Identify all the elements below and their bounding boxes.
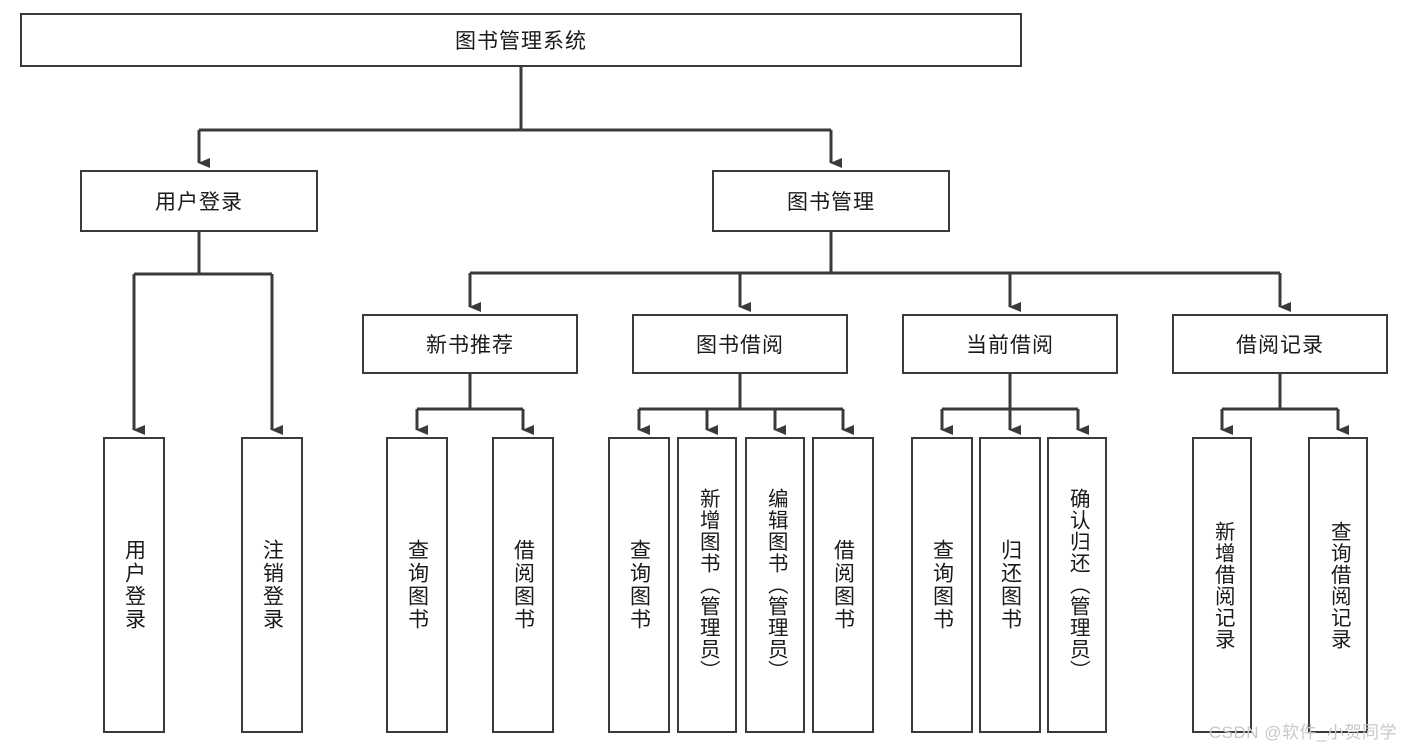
node-label: 归还图书 [998, 539, 1022, 631]
node-label: 确认归还（管理员） [1066, 488, 1090, 682]
node-label: 借阅记录 [1236, 334, 1324, 357]
leaf-add-borrow-record[interactable]: 新增借阅记录 [1192, 437, 1252, 733]
node-label: 新增图书（管理员） [696, 488, 720, 682]
node-label: 当前借阅 [966, 334, 1054, 357]
leaf-add-book-admin[interactable]: 新增图书（管理员） [677, 437, 737, 733]
node-label: 查询图书 [930, 539, 954, 631]
node-label: 新增借阅记录 [1211, 520, 1235, 650]
node-label: 借阅图书 [831, 539, 855, 631]
watermark-text: CSDN @软件_小贺同学 [1208, 723, 1397, 742]
leaf-user-logout[interactable]: 注销登录 [241, 437, 303, 733]
node-borrow-record[interactable]: 借阅记录 [1172, 314, 1388, 374]
leaf-edit-book-admin[interactable]: 编辑图书（管理员） [745, 437, 805, 733]
leaf-return-book[interactable]: 归还图书 [979, 437, 1041, 733]
node-label: 用户登录 [122, 539, 146, 631]
node-label: 编辑图书（管理员） [764, 488, 788, 682]
node-book-management[interactable]: 图书管理 [712, 170, 950, 232]
leaf-borrow-book[interactable]: 借阅图书 [812, 437, 874, 733]
leaf-query-book-current[interactable]: 查询图书 [911, 437, 973, 733]
node-label: 新书推荐 [426, 334, 514, 357]
leaf-query-book-recommend[interactable]: 查询图书 [386, 437, 448, 733]
node-label: 图书借阅 [696, 334, 784, 357]
node-label: 用户登录 [155, 191, 243, 214]
leaf-confirm-return-admin[interactable]: 确认归还（管理员） [1047, 437, 1107, 733]
node-label: 图书管理系统 [455, 30, 587, 53]
node-label: 注销登录 [260, 539, 284, 631]
leaf-borrow-book-recommend[interactable]: 借阅图书 [492, 437, 554, 733]
node-label: 图书管理 [787, 191, 875, 214]
node-current-borrow[interactable]: 当前借阅 [902, 314, 1118, 374]
node-new-book-recommend[interactable]: 新书推荐 [362, 314, 578, 374]
node-label: 借阅图书 [511, 539, 535, 631]
node-root[interactable]: 图书管理系统 [20, 13, 1022, 67]
leaf-user-login[interactable]: 用户登录 [103, 437, 165, 733]
node-label: 查询借阅记录 [1327, 520, 1351, 650]
node-user-login[interactable]: 用户登录 [80, 170, 318, 232]
node-label: 查询图书 [405, 539, 429, 631]
leaf-query-book-borrow[interactable]: 查询图书 [608, 437, 670, 733]
leaf-query-borrow-record[interactable]: 查询借阅记录 [1308, 437, 1368, 733]
node-book-borrow[interactable]: 图书借阅 [632, 314, 848, 374]
node-label: 查询图书 [627, 539, 651, 631]
